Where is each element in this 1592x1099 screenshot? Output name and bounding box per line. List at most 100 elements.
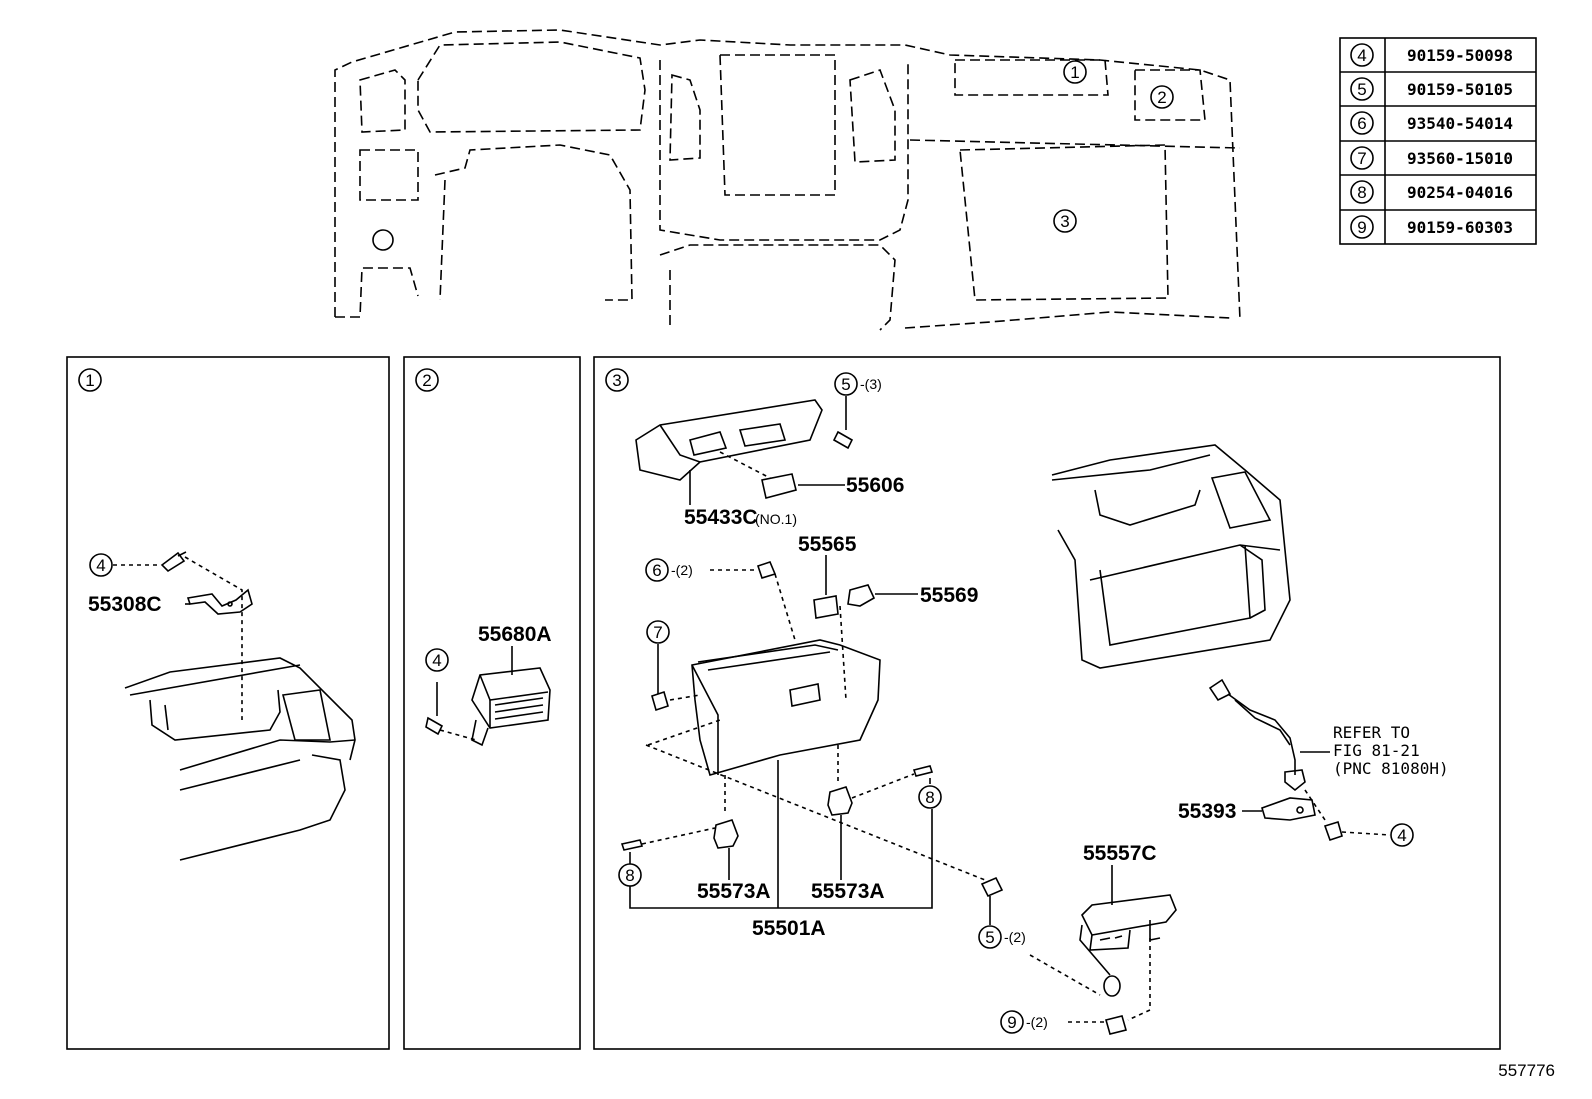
table-key-circle [1350, 77, 1374, 101]
table-part-number: 90159-50105 [1407, 80, 1513, 99]
svg-text:8: 8 [625, 866, 634, 885]
leader-line [645, 744, 986, 881]
svg-text:3: 3 [612, 371, 621, 390]
overview-callout-3: 3 [1053, 209, 1077, 233]
glove-box-door-55501A [691, 639, 881, 776]
leader-line [1029, 954, 1101, 996]
panel-3-callout-9: 9 [1000, 1010, 1024, 1034]
qty-9: -(2) [1026, 1014, 1048, 1030]
table-key-circle [1350, 146, 1374, 170]
pin-icon [620, 839, 644, 851]
screw-icon [1105, 1015, 1127, 1035]
part-label-55565: 55565 [798, 533, 857, 556]
svg-text:1: 1 [1070, 63, 1079, 82]
part-label-55680A: 55680A [478, 623, 552, 646]
parts-table-row: 5 90159-50105 [1350, 77, 1513, 101]
screw-icon [832, 430, 854, 450]
table-part-number: 90159-50098 [1407, 46, 1513, 65]
svg-text:8: 8 [925, 788, 934, 807]
latch-55569 [847, 584, 876, 607]
panel-3-callout-4: 4 [1390, 823, 1414, 847]
panel-1-dash-section [124, 657, 356, 861]
part-label-55393: 55393 [1178, 800, 1236, 823]
svg-text:5: 5 [985, 928, 994, 947]
overview-callout-1: 1 [1063, 60, 1087, 84]
refer-note-line-3: (PNC 81080H) [1333, 759, 1449, 778]
leader-line [1127, 938, 1151, 1021]
pin-icon [912, 765, 934, 777]
table-key: 8 [1357, 183, 1366, 202]
svg-text:3: 3 [1060, 212, 1069, 231]
leader-line [184, 556, 243, 720]
part-label-55573A-left: 55573A [697, 880, 771, 903]
screw-icon [1323, 820, 1343, 842]
leader-line [1341, 831, 1391, 836]
damper-55557C [1079, 894, 1177, 997]
glove-box-upper-55433C [635, 399, 823, 481]
part-label-55557C: 55557C [1083, 842, 1157, 865]
table-part-number: 90254-04016 [1407, 183, 1513, 202]
parts-table-row: 9 90159-60303 [1350, 215, 1513, 239]
svg-text:2: 2 [422, 371, 431, 390]
part-label-55573A-right: 55573A [811, 880, 885, 903]
panel-2-callout-4: 4 [425, 648, 449, 672]
panel-3-number: 3 [605, 368, 629, 392]
leader-line [851, 773, 915, 799]
parts-table-row: 4 90159-50098 [1350, 43, 1513, 67]
leader-line [1304, 789, 1326, 821]
svg-text:9: 9 [1007, 1013, 1016, 1032]
screw-icon [980, 876, 1004, 898]
table-part-number: 93560-15010 [1407, 149, 1513, 168]
panel-3-frame [593, 356, 1501, 1050]
vent-55680A [471, 667, 551, 747]
part-label-55308C: 55308C [88, 593, 162, 616]
leader-line [641, 827, 716, 845]
svg-text:4: 4 [1397, 826, 1406, 845]
svg-text:1: 1 [85, 371, 94, 390]
table-part-number: 93540-54014 [1407, 114, 1513, 133]
screw-icon [756, 561, 777, 579]
panel-3-callout-5-bottom: 5 [978, 925, 1002, 949]
part-label-55569: 55569 [920, 584, 978, 607]
leader-line [647, 719, 721, 746]
svg-text:5: 5 [841, 375, 850, 394]
cable-icon [1208, 678, 1306, 792]
latch-55565 [813, 595, 839, 619]
bracket-55393 [1261, 797, 1316, 821]
table-key: 9 [1357, 218, 1366, 237]
leader-line [719, 451, 771, 479]
screw-icon [651, 690, 669, 712]
leader-line [439, 729, 477, 741]
svg-text:2: 2 [1157, 88, 1166, 107]
refer-note-line-1: REFER TO [1333, 723, 1410, 742]
table-key-circle [1350, 111, 1374, 135]
diagram-id: 557776 [1498, 1061, 1555, 1080]
panel-2-frame [403, 356, 581, 1050]
part-label-55501A: 55501A [752, 917, 826, 940]
svg-text:6: 6 [652, 561, 661, 580]
panel-3-installed-view [1051, 444, 1291, 669]
group-bracket-55501A [629, 809, 933, 909]
qty-6: -(2) [671, 562, 693, 578]
part-note-55433C: (NO.1) [755, 511, 797, 527]
dashboard-overview [334, 29, 1241, 331]
qty-5-top: -(3) [860, 376, 882, 392]
parts-table-row: 8 90254-04016 [1350, 180, 1513, 204]
svg-text:4: 4 [432, 651, 441, 670]
stopper-55573A-left [713, 819, 739, 849]
panel-1-frame [66, 356, 390, 1050]
overview-callout-2: 2 [1150, 85, 1174, 109]
panel-3-callout-6: 6 [645, 558, 669, 582]
table-key: 5 [1357, 80, 1366, 99]
panel-3-callout-7: 7 [646, 620, 670, 644]
screw-icon [425, 716, 444, 736]
stopper-55573A-right [827, 786, 853, 816]
panel-1-callout-4: 4 [89, 553, 113, 577]
table-key: 4 [1357, 46, 1366, 65]
table-part-number: 90159-60303 [1407, 218, 1513, 237]
